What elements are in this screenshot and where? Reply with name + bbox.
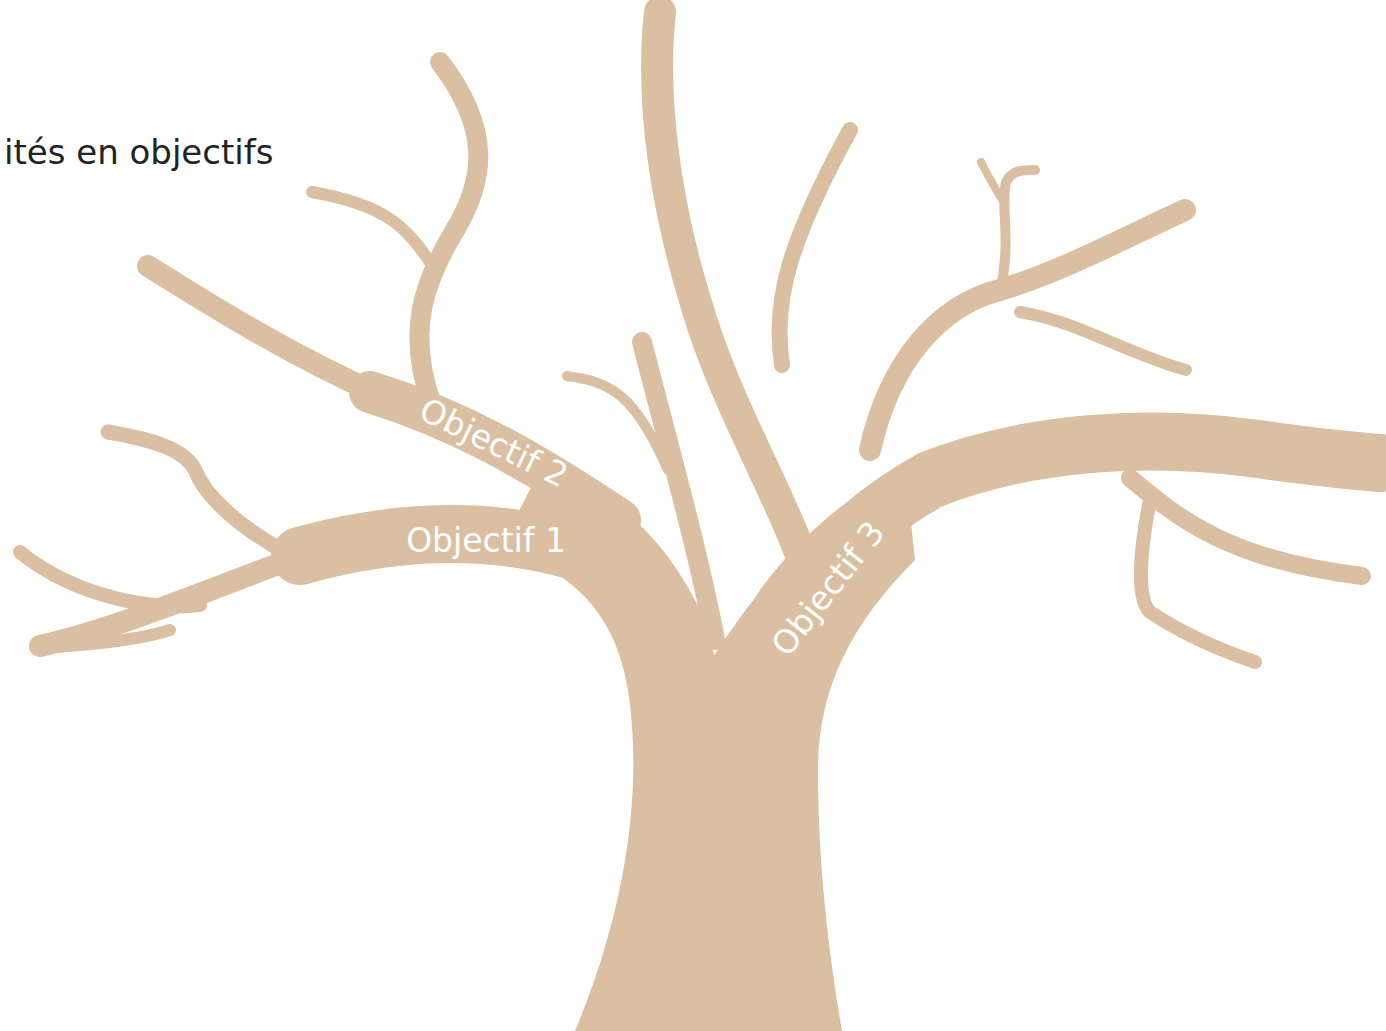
slide-title: ités en objectifs	[4, 135, 273, 169]
branch-label: Objectif 1	[406, 524, 566, 557]
branch-label: Objectif 2	[415, 392, 573, 492]
